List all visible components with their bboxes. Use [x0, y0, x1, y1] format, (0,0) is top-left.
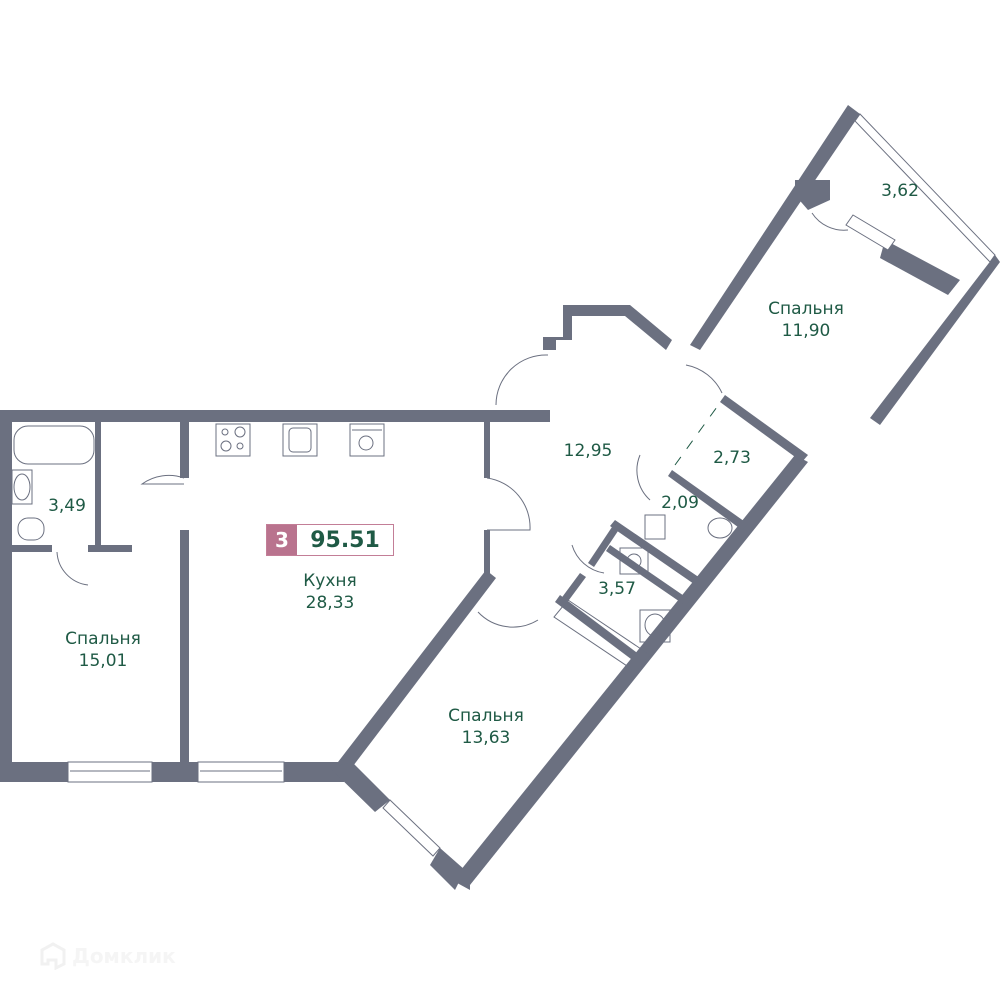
- domclick-house-icon: [40, 942, 66, 970]
- wardrobe-divider: [674, 399, 723, 466]
- room-count: 3: [267, 525, 297, 555]
- room-area: 15,01: [78, 651, 128, 671]
- sink-icon: [11, 469, 33, 505]
- room-label-wardrobe: 2,73: [713, 448, 751, 468]
- room-name: Спальня: [65, 629, 141, 649]
- sink-icon: [639, 609, 671, 643]
- room-name: Спальня: [448, 706, 524, 726]
- room-label-bedroom-left: Спальня 15,01: [65, 628, 141, 672]
- room-label-bedroom-bottom: Спальня 13,63: [448, 705, 524, 749]
- room-label-hall: 12,95: [563, 441, 613, 461]
- doors: [56, 212, 849, 628]
- room-area: 13,63: [461, 728, 511, 748]
- total-area: 95.51: [310, 527, 380, 553]
- room-area: 11,90: [781, 321, 831, 341]
- domclick-watermark: Домклик: [40, 942, 176, 970]
- stove-icon: [215, 423, 251, 457]
- fixtures: [11, 423, 733, 673]
- room-area: 28,33: [305, 593, 355, 613]
- windows: [67, 113, 996, 857]
- sink-icon: [644, 514, 666, 540]
- room-name: Кухня: [303, 571, 357, 591]
- washing-machine-icon: [349, 423, 385, 457]
- room-label-balcony: 3,62: [881, 181, 919, 201]
- kitchen-sink-icon: [282, 423, 318, 457]
- room-label-wc: 2,09: [661, 493, 699, 513]
- toilet-icon: [707, 517, 733, 539]
- watermark-text: Домклик: [72, 944, 176, 968]
- bathtub-icon: [13, 425, 95, 465]
- room-label-kitchen: Кухня 28,33: [303, 570, 357, 614]
- bathtub-icon: [553, 599, 651, 673]
- room-label-bedroom-top: Спальня 11,90: [768, 298, 844, 342]
- washing-machine-icon: [619, 547, 649, 575]
- room-name: Спальня: [768, 299, 844, 319]
- walls: [0, 105, 1000, 890]
- room-label-bathroom-right: 3,57: [598, 579, 636, 599]
- toilet-icon: [17, 517, 45, 541]
- room-label-bathroom-left: 3,49: [48, 496, 86, 516]
- apartment-summary-badge: 3 95.51: [266, 524, 394, 556]
